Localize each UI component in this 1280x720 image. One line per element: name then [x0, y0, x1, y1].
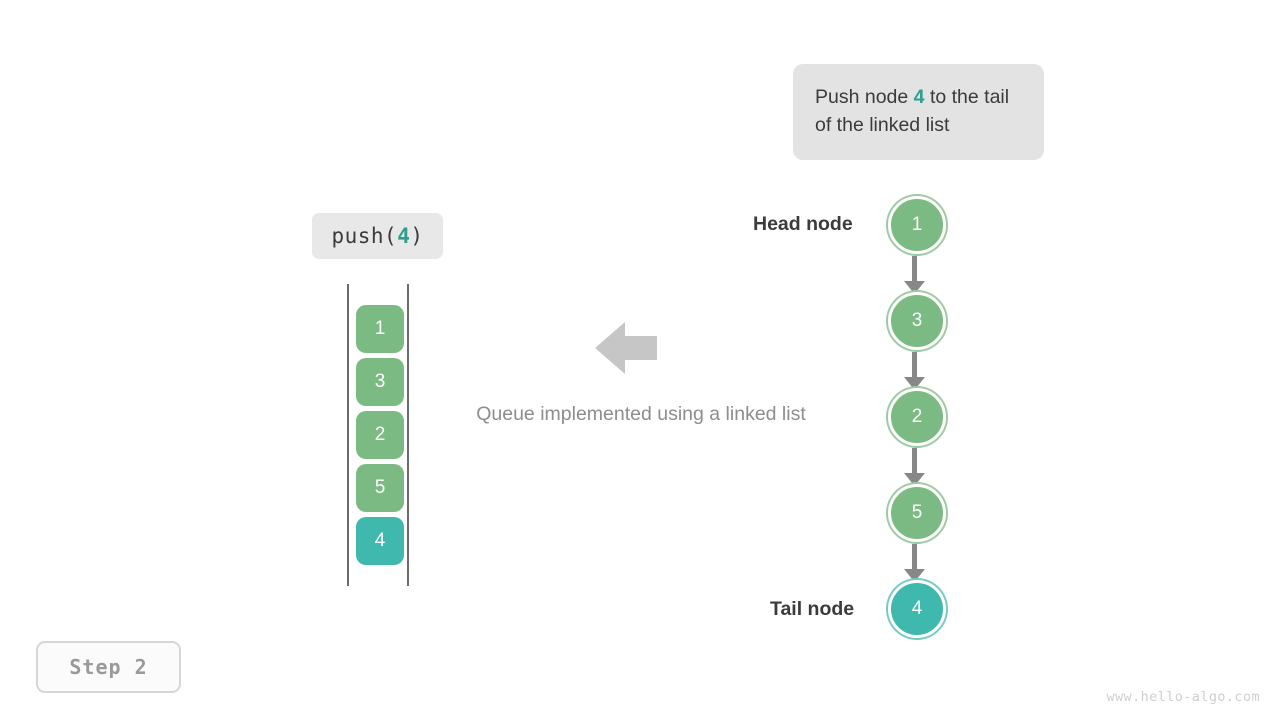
operation-prefix: push(	[331, 224, 398, 248]
operation-argument: 4	[397, 224, 411, 248]
node-value: 1	[911, 214, 923, 235]
linked-list-edge	[912, 256, 917, 289]
linked-list-node: 3	[888, 292, 946, 350]
node-value: 2	[911, 406, 923, 427]
node-value: 3	[911, 310, 923, 331]
linked-list-node: 5	[888, 484, 946, 542]
queue-cell-value: 5	[374, 477, 386, 498]
linked-list-edge	[912, 448, 917, 481]
callout-highlight-value: 4	[913, 86, 925, 108]
linked-list-edge	[912, 544, 917, 577]
queue-cell-new: 4	[356, 517, 404, 565]
linked-list-visual: 1 3 2 5 4	[860, 185, 990, 650]
queue-rail-right	[407, 284, 409, 586]
queue-cell: 5	[356, 464, 404, 512]
watermark: www.hello-algo.com	[1106, 689, 1260, 705]
queue-cell-value: 4	[374, 530, 386, 551]
callout-text-before: Push node	[815, 86, 914, 108]
left-arrow-icon	[595, 320, 657, 376]
operation-chip: push(4)	[312, 213, 443, 259]
node-value: 5	[911, 502, 923, 523]
queue-cell-value: 3	[374, 371, 386, 392]
queue-cell: 1	[356, 305, 404, 353]
queue-cell: 2	[356, 411, 404, 459]
queue-visual: 1 3 2 5 4	[340, 284, 415, 586]
queue-cell-value: 1	[374, 318, 386, 339]
callout-box: Push node 4 to the tail of the linked li…	[793, 64, 1044, 160]
node-value: 4	[911, 598, 923, 619]
queue-cell-value: 2	[374, 424, 386, 445]
operation-suffix: )	[410, 224, 424, 248]
queue-cell: 3	[356, 358, 404, 406]
queue-cell-list: 1 3 2 5 4	[356, 305, 404, 565]
linked-list-node-new: 4	[888, 580, 946, 638]
linked-list-node: 2	[888, 388, 946, 446]
step-badge: Step 2	[36, 641, 181, 693]
head-node-label: Head node	[753, 213, 853, 235]
tail-node-label: Tail node	[770, 598, 855, 620]
callout-text-after: to the tail of the linked list	[815, 86, 1010, 136]
linked-list-node: 1	[888, 196, 946, 254]
diagram-caption: Queue implemented using a linked list	[476, 403, 806, 425]
queue-rail-left	[347, 284, 349, 586]
linked-list-edge	[912, 352, 917, 385]
